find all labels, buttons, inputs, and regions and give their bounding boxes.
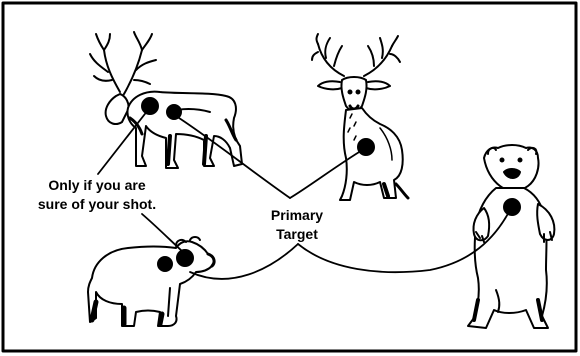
primary-line-1: Primary bbox=[270, 207, 324, 223]
primary-target-annotation: Primary Target bbox=[262, 206, 332, 244]
caribou-primary-dot bbox=[166, 104, 182, 120]
leader-primary-black-bear bbox=[189, 243, 299, 280]
grizzly-primary-dot bbox=[503, 198, 521, 216]
leader-primary-caribou bbox=[175, 115, 291, 199]
leader-primary-deer bbox=[289, 148, 365, 199]
caribou-figure bbox=[89, 31, 243, 169]
caution-line-2: sure of your shot. bbox=[37, 196, 157, 212]
black-bear-secondary-dot bbox=[176, 249, 194, 267]
caution-annotation: Only if you are sure of your shot. bbox=[34, 176, 160, 214]
leader-primary-grizzly bbox=[297, 209, 511, 274]
leader-lines bbox=[97, 109, 511, 280]
caribou-secondary-dot bbox=[141, 97, 159, 115]
black-bear-primary-dot bbox=[157, 256, 173, 272]
primary-line-2: Target bbox=[276, 226, 318, 242]
deer-figure bbox=[311, 33, 410, 201]
black-bear-figure bbox=[87, 236, 216, 327]
deer-primary-dot bbox=[357, 138, 375, 156]
leader-only-to-caribou bbox=[97, 109, 149, 175]
caution-line-1: Only if you are bbox=[48, 177, 146, 193]
grizzly-bear-figure bbox=[467, 144, 556, 329]
leader-only-to-bear bbox=[141, 213, 184, 253]
